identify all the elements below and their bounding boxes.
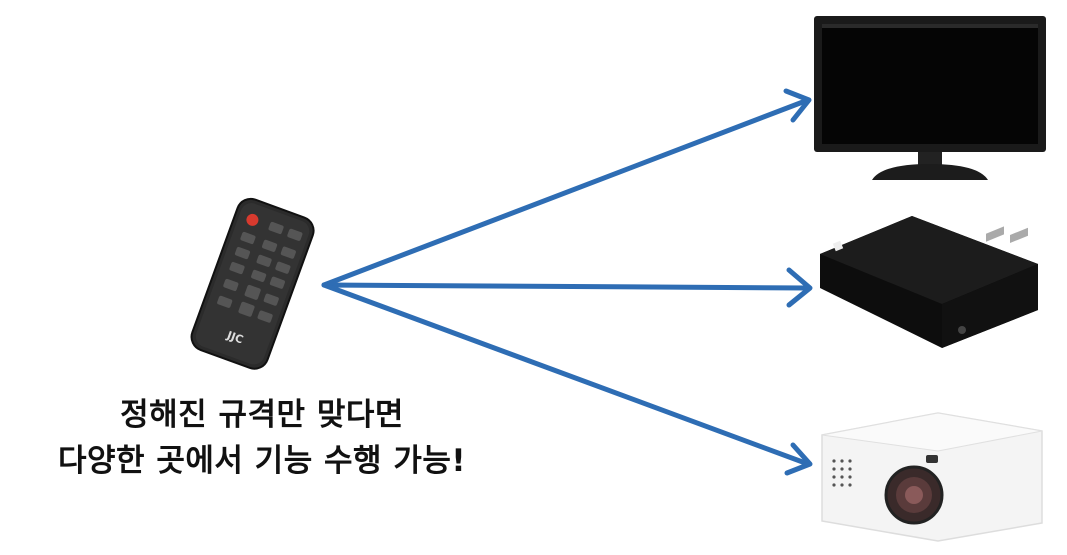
caption-line-1: 정해진 규격만 맞다면 [120,397,404,433]
projector-image [821,412,1043,542]
media-player-box-image [820,216,1038,348]
arrowhead-projector [784,442,813,476]
arrow-to-box [321,282,811,291]
remote-brand-label: JJC [224,328,245,346]
caption-line-2: 다양한 곳에서 기능 수행 가능! [57,443,467,479]
arrow-to-tv [321,97,811,288]
arrowhead-box [786,267,813,308]
remote-control-image: JJC [190,197,315,370]
arrowhead-tv [783,88,812,123]
arrow-to-projector [321,282,811,467]
caption: 정해진 규격만 맞다면 다양한 곳에서 기능 수행 가능! [0,392,524,484]
tv-monitor-image [814,16,1046,180]
